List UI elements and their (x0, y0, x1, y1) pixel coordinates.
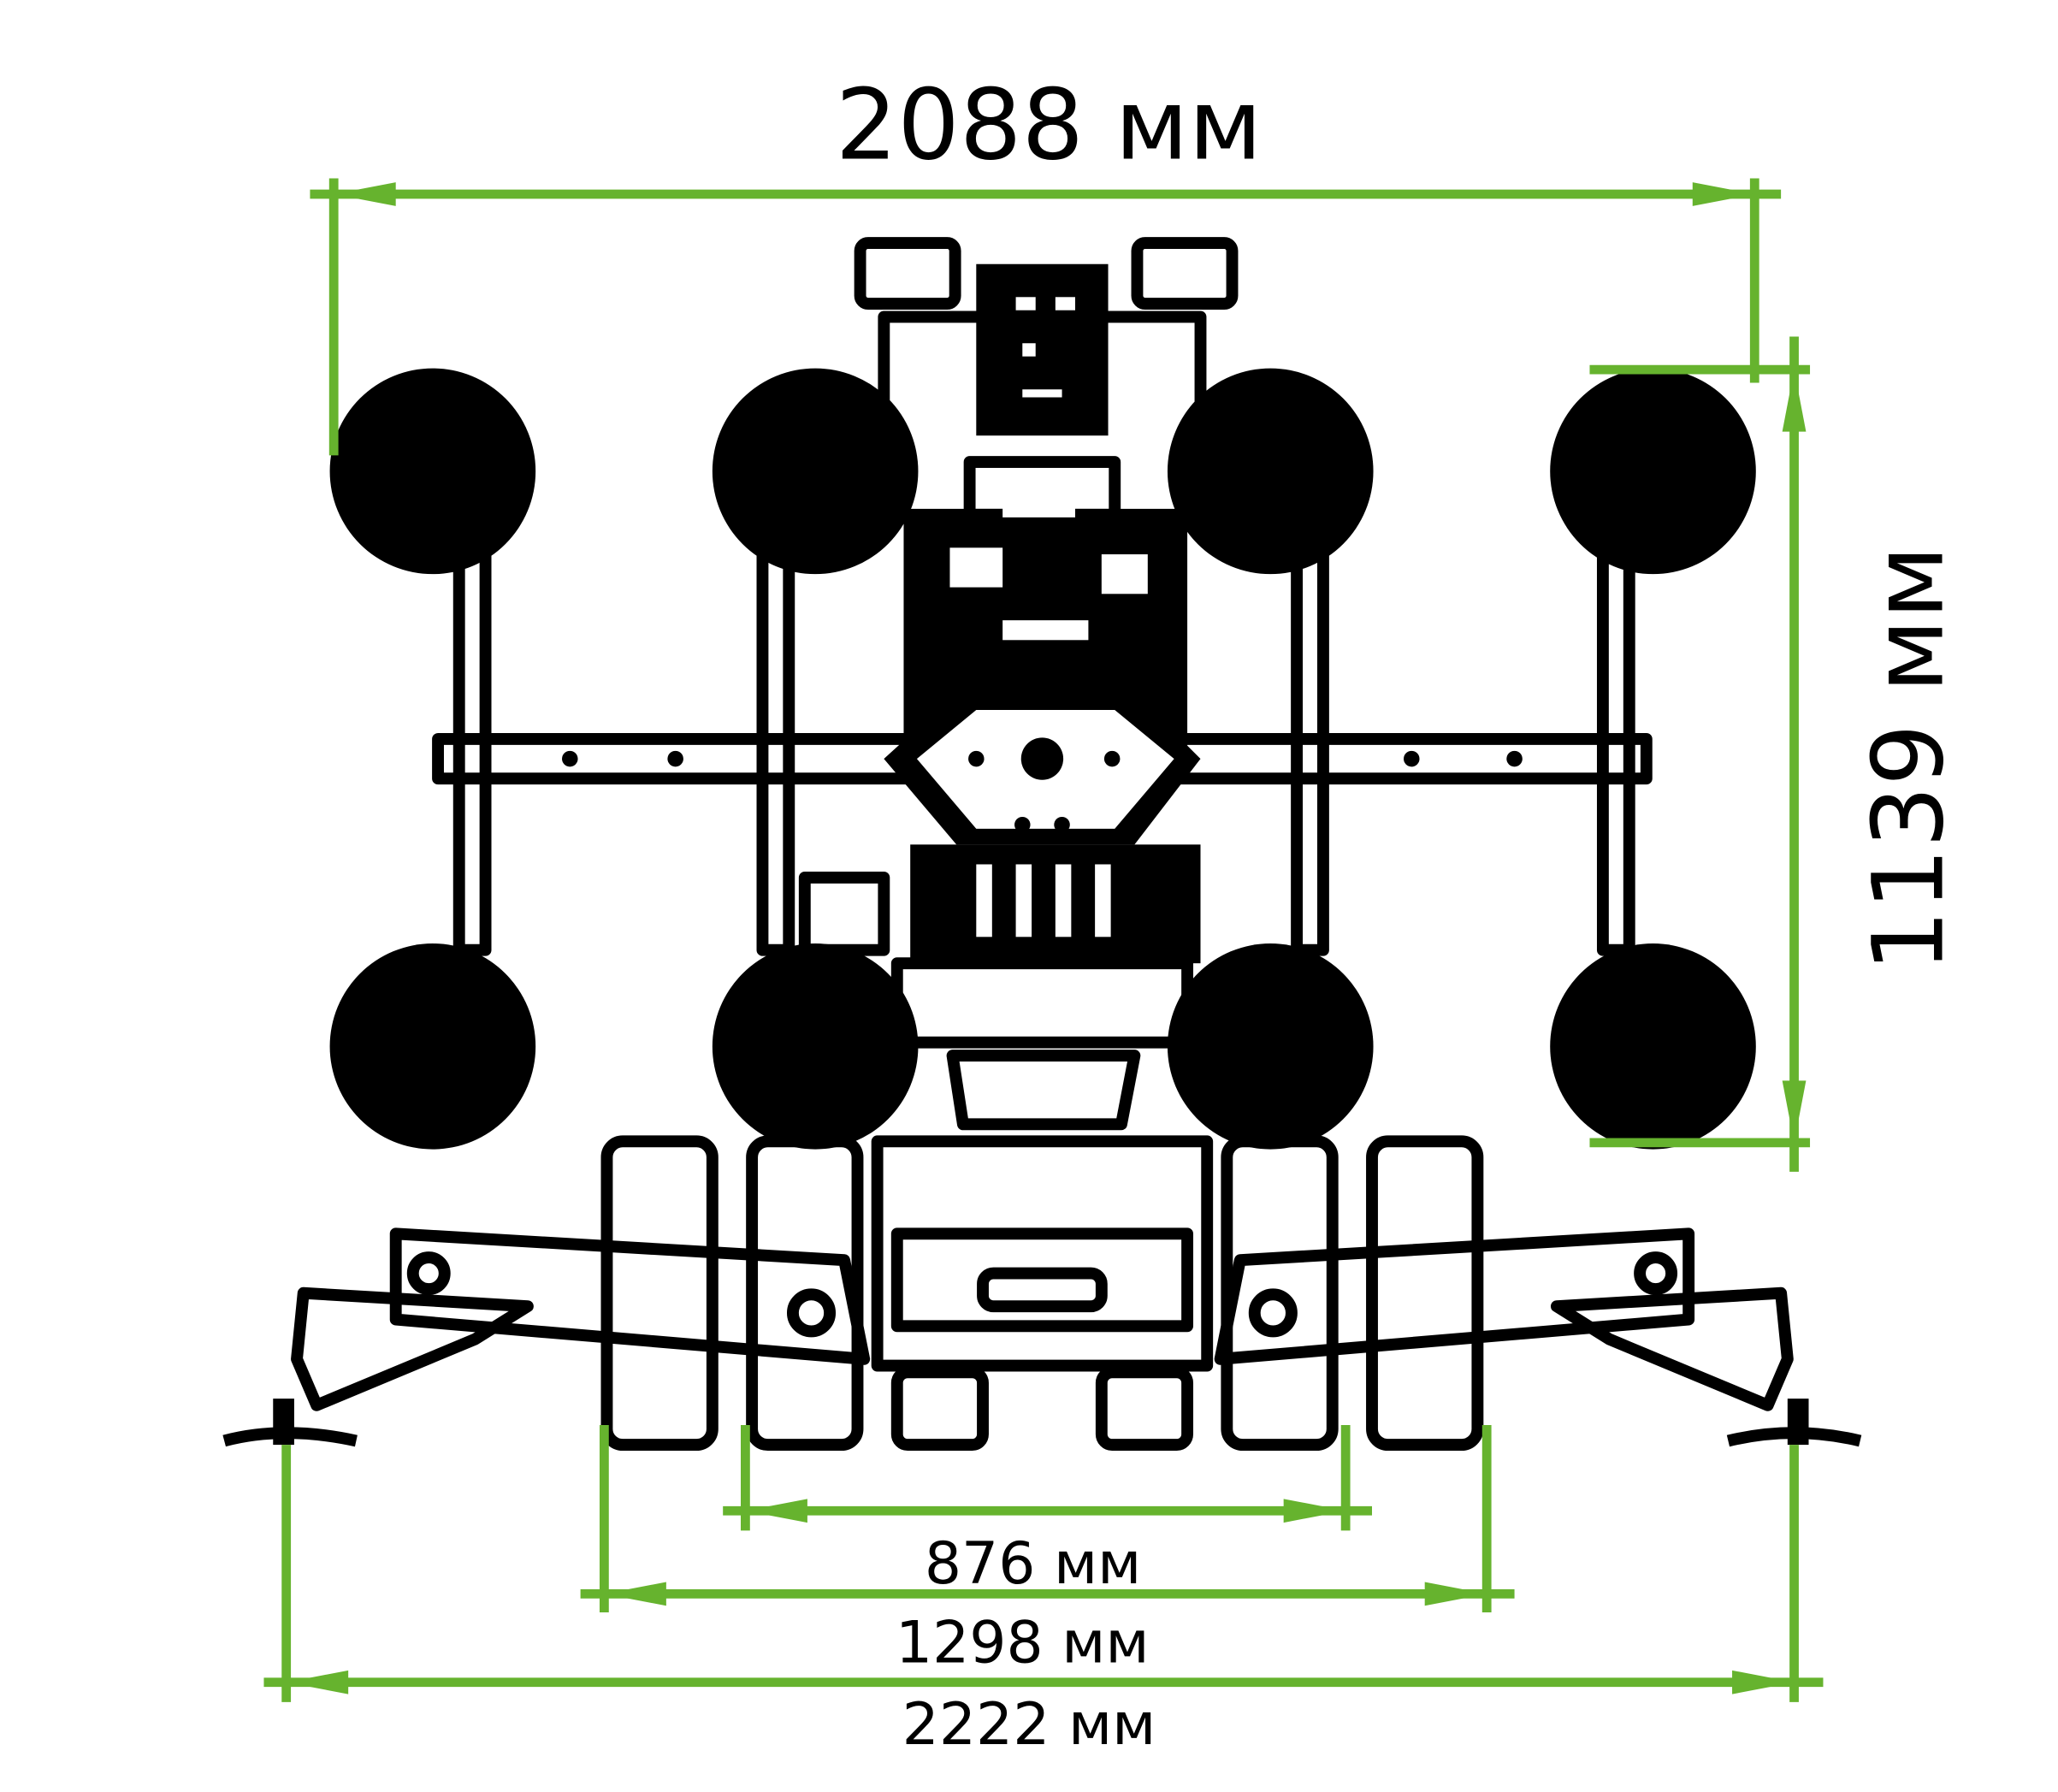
middle-track-label: 1298 мм (896, 1610, 1150, 1677)
suction-cup (1167, 943, 1374, 1150)
suction-cup (1167, 368, 1374, 575)
dimension-middle-track: 1298 мм (580, 1424, 1515, 1677)
suction-cups (329, 368, 1756, 1150)
suction-cup (1550, 368, 1756, 575)
center-plate (798, 684, 1201, 1131)
base-chassis (222, 1135, 1862, 1452)
dimension-inner-track: 876 мм (723, 1424, 1372, 1598)
suction-cup (329, 943, 536, 1150)
arrow-left-icon (334, 182, 396, 206)
arrow-up-icon (1782, 370, 1807, 432)
machine-drawing (222, 237, 1862, 1452)
arrow-down-icon (1782, 1080, 1807, 1143)
suction-cup (712, 943, 919, 1150)
dimension-outer-support: 2222 мм (263, 1445, 1824, 1759)
arrow-right-icon (1692, 182, 1755, 206)
overall-height-label: 1139 мм (1851, 546, 1965, 973)
suction-cup (1550, 943, 1756, 1150)
suction-cup (712, 368, 919, 575)
outer-support-label: 2222 мм (902, 1691, 1156, 1759)
dimension-overall-height: 1139 мм (1589, 336, 1965, 1172)
dimension-overall-width: 2088 мм (310, 68, 1782, 456)
suction-cup (329, 368, 536, 575)
inner-track-label: 876 мм (925, 1530, 1141, 1598)
overall-width-label: 2088 мм (836, 68, 1263, 181)
